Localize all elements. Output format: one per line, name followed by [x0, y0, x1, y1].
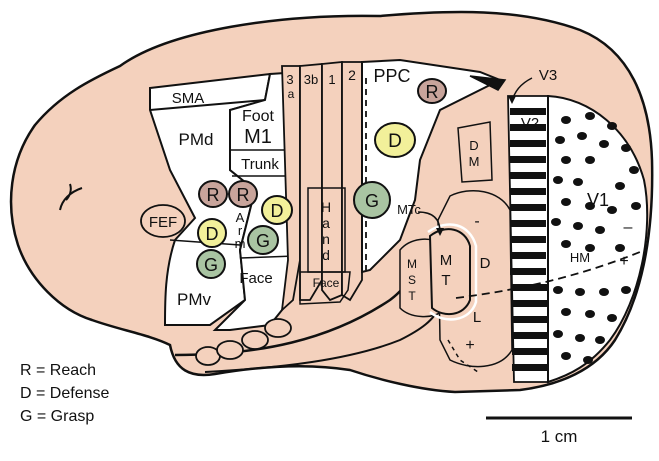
svg-text:D: D [206, 224, 219, 244]
label-hm: HM [570, 250, 590, 265]
label-ppc: PPC [373, 66, 410, 86]
v1-blobs [551, 112, 641, 364]
frontal-sulcus [59, 187, 83, 211]
area-2-strip [341, 61, 363, 302]
s1-face-region [299, 271, 351, 305]
svg-text:D: D [271, 201, 284, 221]
label-mst-t: T [408, 289, 416, 303]
legend-reach: R = Reach [20, 362, 96, 379]
label-dl-d: D [480, 255, 491, 272]
label-v3: V3 [539, 67, 557, 84]
v1-region [547, 94, 649, 384]
svg-text:G: G [256, 231, 270, 251]
label-hand-n: n [322, 231, 330, 247]
reach-badge-pm: R [198, 180, 228, 208]
label-area-a: a [288, 87, 295, 101]
legend-defense: D = Defense [20, 385, 109, 402]
label-foot: Foot [242, 108, 275, 125]
mtc-outline [437, 189, 513, 368]
label-v1-plus: + [619, 253, 628, 270]
label-face-s1: Face [313, 276, 340, 290]
horizontal-meridian [455, 251, 641, 299]
label-hand-a: a [322, 215, 330, 231]
label-hand-d: d [322, 247, 330, 263]
svg-text:D: D [388, 131, 402, 152]
ppc-region [361, 58, 503, 274]
reach-badge-m1: R [228, 180, 258, 208]
label-m1: M1 [244, 126, 272, 148]
label-arm-m: m [235, 236, 246, 251]
defense-badge-m1: D [261, 195, 293, 225]
label-area-3b: 3b [304, 72, 318, 87]
svg-text:G: G [204, 255, 218, 275]
label-hand-h: H [321, 199, 331, 215]
label-arm-r: r [238, 223, 243, 238]
label-mtc: MTc [397, 202, 421, 217]
frontal-sulcus-branch [65, 183, 72, 201]
insular-lobes [195, 318, 292, 366]
scale-bar-label: 1 cm [541, 427, 578, 446]
v2-stripes [510, 108, 548, 371]
label-mst-m: M [407, 257, 417, 271]
mt-white-rim [427, 223, 478, 321]
svg-text:R: R [237, 185, 250, 205]
label-area-1: 1 [328, 72, 335, 87]
grasp-badge-pmv: G [196, 249, 226, 279]
label-v1-minus: – [624, 219, 633, 236]
label-trunk: Trunk [241, 156, 279, 173]
sulcus-junction [469, 75, 507, 91]
label-pmv: PMv [177, 290, 212, 309]
label-mst-s: S [408, 273, 416, 287]
fef-region [140, 204, 186, 238]
defense-badge-pmv: D [197, 218, 227, 248]
label-fef: FEF [149, 214, 177, 231]
dm-region [457, 121, 493, 183]
svg-text:R: R [207, 185, 220, 205]
label-mt-t: T [441, 272, 450, 289]
reach-badge-ppc: R [417, 78, 447, 104]
sma-divider [149, 99, 266, 111]
legend-grasp: G = Grasp [20, 408, 94, 425]
label-dl-minus: - [474, 213, 479, 230]
grasp-badge-ppc: G [353, 181, 391, 219]
lateral-sulcus-lower [204, 304, 441, 373]
area-3b-strip [299, 63, 323, 301]
label-v2: V2 [521, 115, 539, 132]
label-arm-a: A [236, 210, 245, 225]
label-mt-m: M [440, 252, 453, 269]
v3-arrowhead [508, 96, 516, 104]
svg-text:G: G [365, 191, 379, 211]
label-area-2: 2 [348, 67, 356, 83]
label-dm-m: M [469, 154, 480, 169]
mtc-arrowhead [436, 228, 444, 236]
svg-text:R: R [426, 82, 439, 102]
label-area-3: 3 [286, 72, 293, 87]
m1-div-face [239, 255, 296, 259]
label-sma: SMA [172, 90, 205, 107]
label-v1: V1 [587, 190, 609, 210]
grasp-badge-m1: G [247, 225, 279, 255]
mt-region [428, 228, 471, 316]
label-dl-plus: + [465, 337, 474, 354]
label-pmd: PMd [179, 130, 214, 149]
area-1-strip [321, 61, 343, 302]
label-dm-d: D [469, 138, 478, 153]
label-face-m1: Face [239, 270, 272, 287]
label-dl-l: L [473, 309, 481, 326]
defense-badge-ppc: D [374, 122, 416, 158]
